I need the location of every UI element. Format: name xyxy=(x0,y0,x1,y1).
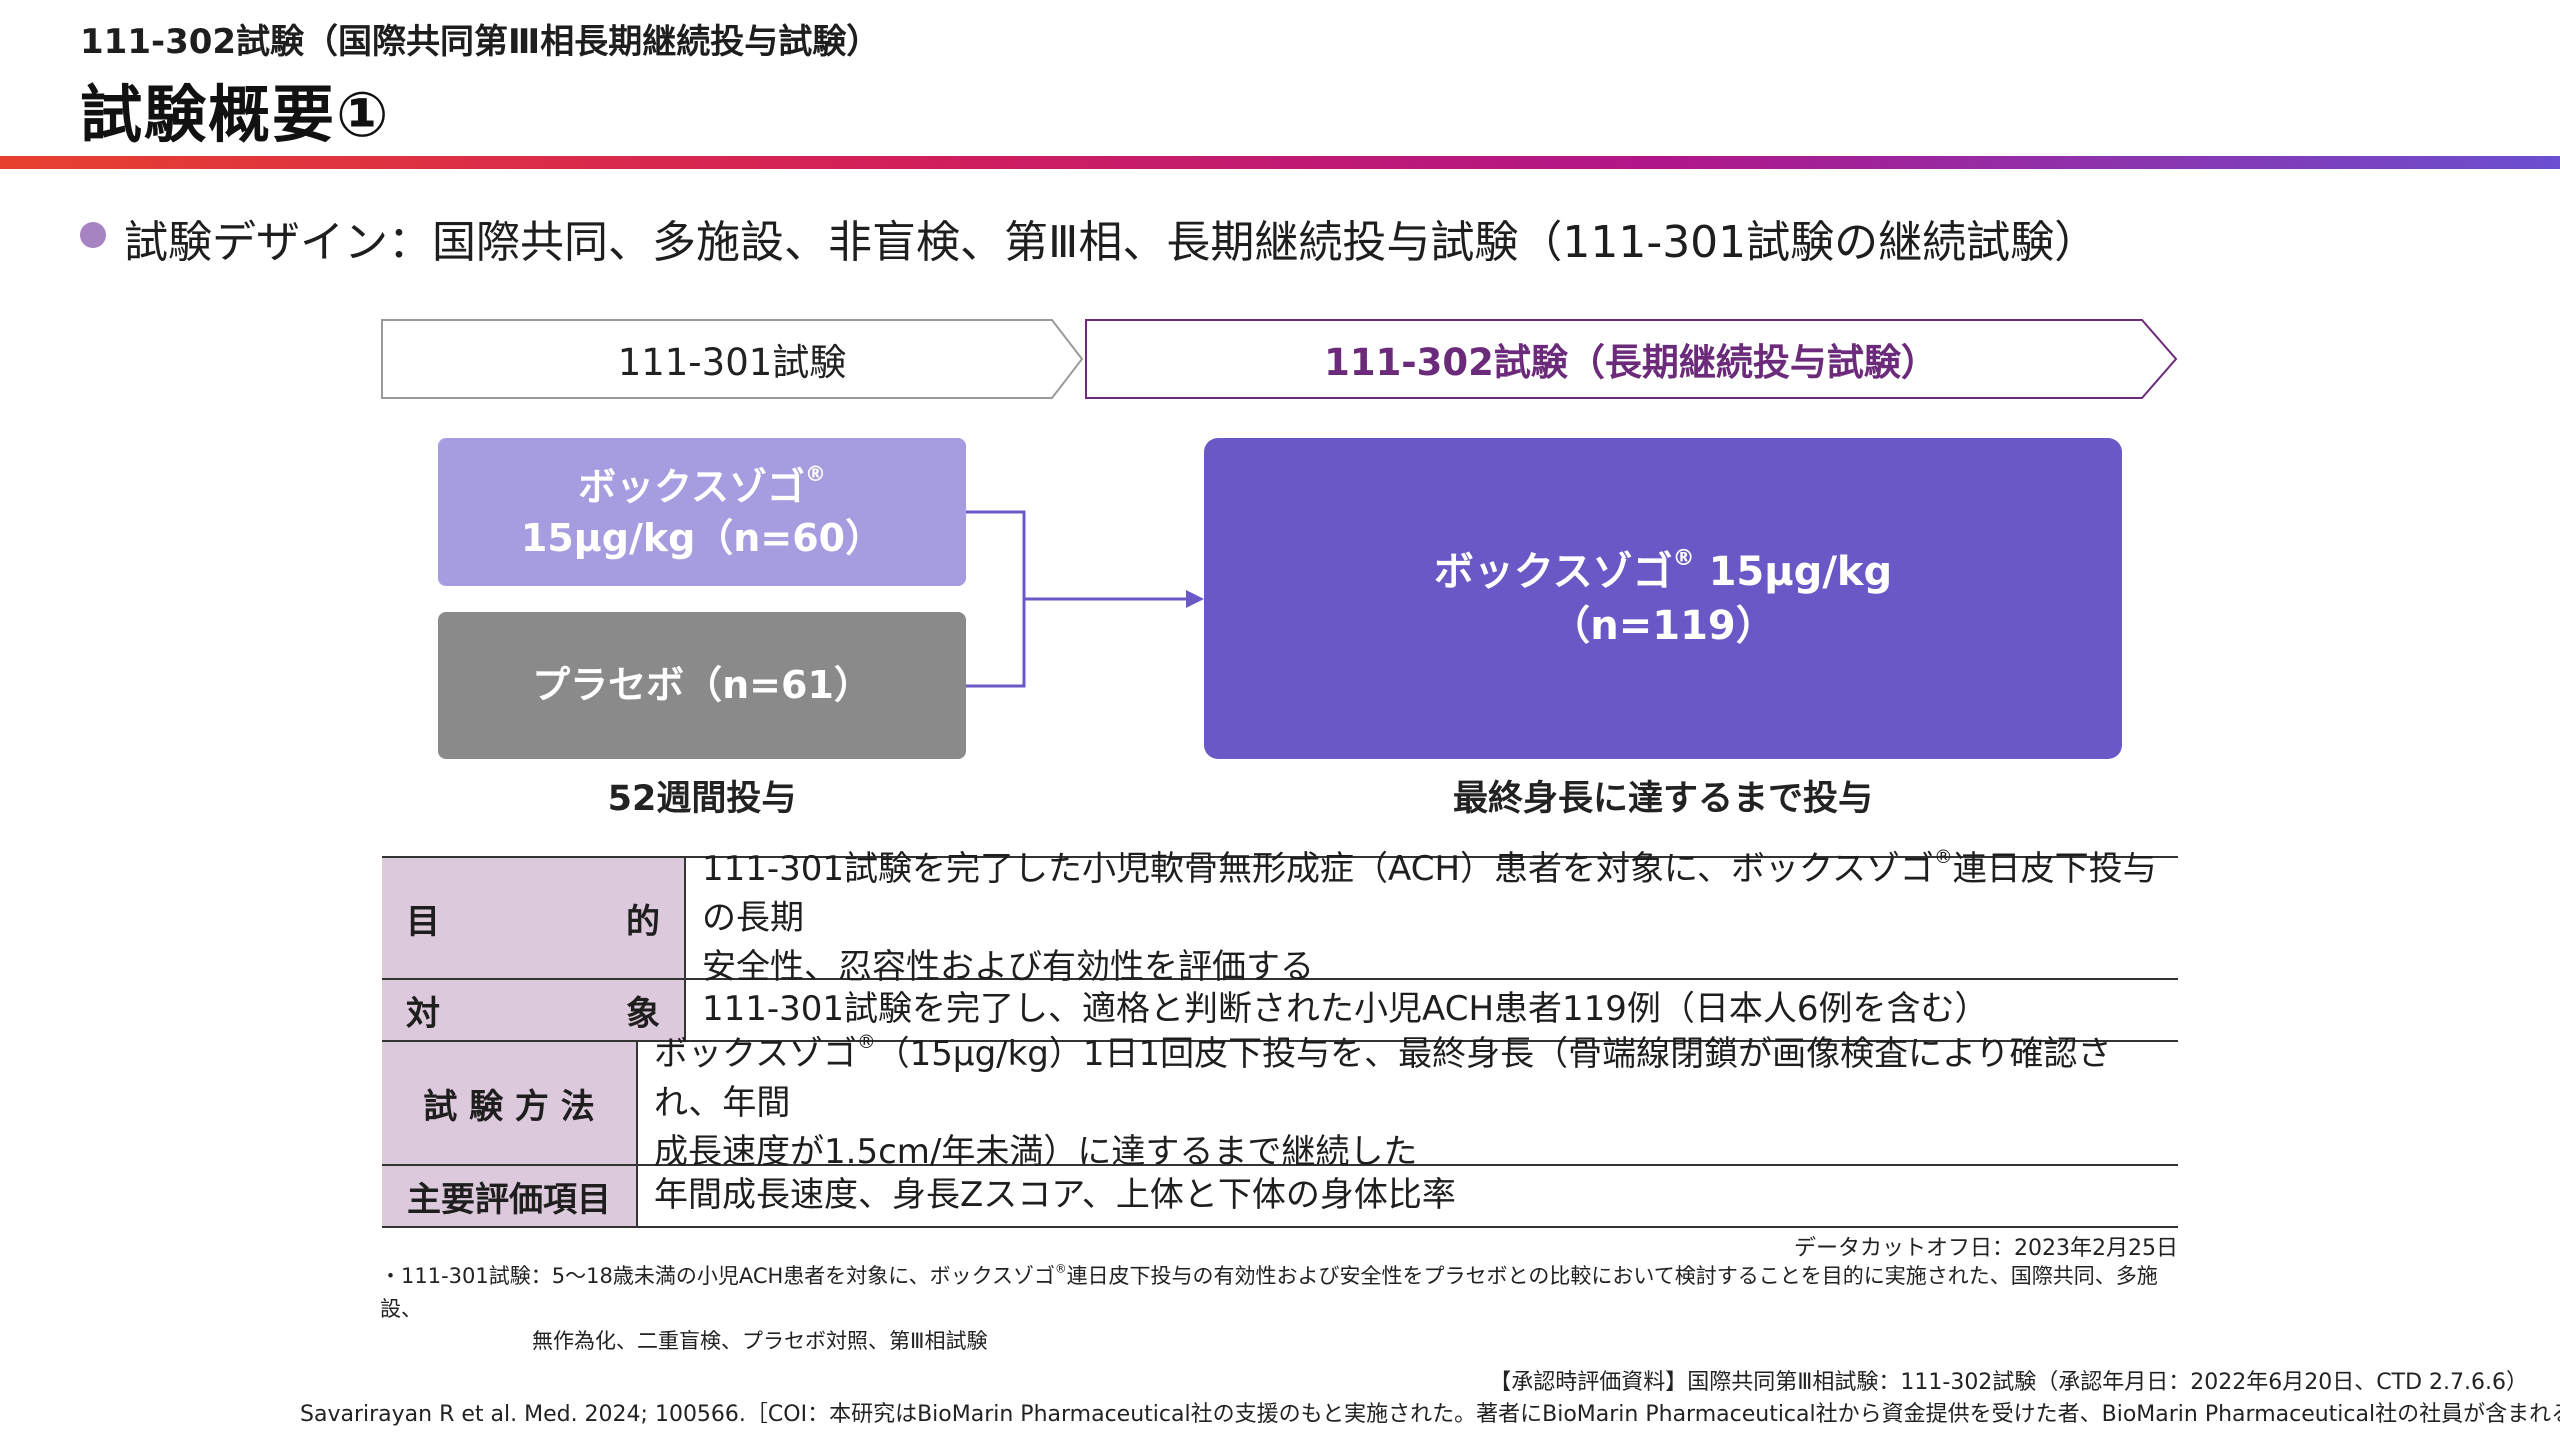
connector-arrowhead-icon xyxy=(1186,590,1204,608)
reference-approval: 【承認時評価資料】国際共同第Ⅲ相試験：111-302試験（承認年月日：2022年… xyxy=(1489,1370,2528,1395)
treatment-box-line2: （n=119） xyxy=(1550,602,1776,649)
treatment-box-line1: ボックスゾゴ® 15μg/kg xyxy=(1433,546,1893,595)
treatment-box-line1: ボックスゾゴ® xyxy=(578,461,826,509)
row-body-endpoints: 年間成長速度、身長Zスコア、上体と下体の身体比率 xyxy=(654,1175,1456,1216)
reference-citation: Savarirayan R et al. Med. 2024; 100566.［… xyxy=(300,1402,2560,1427)
table-row: 主要評価項目 年間成長速度、身長Zスコア、上体と下体の身体比率 xyxy=(382,1166,2178,1228)
footnote: ・111-301試験：5～18歳未満の小児ACH患者を対象に、ボックスゾゴ®連日… xyxy=(380,1261,2158,1354)
row-body-purpose: 111-301試験を完了した小児軟骨無形成症（ACH）患者を対象に、ボックスゾゴ… xyxy=(702,846,2157,988)
treatment-box-voxzogo-301: ボックスゾゴ® 15μg/kg（n=60） xyxy=(438,438,966,586)
summary-table: 目的 111-301試験を完了した小児軟骨無形成症（ACH）患者を対象に、ボック… xyxy=(382,846,2178,1228)
treatment-box-line2: 15μg/kg（n=60） xyxy=(520,515,884,560)
table-row: 対象 111-301試験を完了し、適格と判断された小児ACH患者119例（日本人… xyxy=(382,980,2178,1042)
phase2-chevron xyxy=(1085,319,2178,399)
page-subtitle: 111-302試験（国際共同第Ⅲ相長期継続投与試験） xyxy=(80,22,881,62)
row-head-endpoints: 主要評価項目 xyxy=(382,1166,638,1226)
page-title: 試験概要① xyxy=(80,78,391,151)
phase1-chevron xyxy=(381,319,1084,399)
caption-final-height: 最終身長に達するまで投与 xyxy=(1452,779,1873,819)
row-head-purpose: 目的 xyxy=(382,858,686,978)
row-head-method: 試 験 方 法 xyxy=(382,1042,638,1164)
treatment-box-placebo: プラセボ（n=61） xyxy=(438,612,966,759)
table-row: 試 験 方 法 ボックスゾゴ®（15μg/kg）1日1回皮下投与を、最終身長（骨… xyxy=(382,1031,2178,1173)
row-body-subjects: 111-301試験を完了し、適格と判断された小児ACH患者119例（日本人6例を… xyxy=(702,989,1989,1030)
connector-lines xyxy=(966,510,1186,688)
treatment-box-voxzogo-302: ボックスゾゴ® 15μg/kg （n=119） xyxy=(1204,438,2122,759)
caption-52-weeks: 52週間投与 xyxy=(607,779,797,819)
row-head-subjects: 対象 xyxy=(382,980,686,1040)
design-text: 試験デザイン：国際共同、多施設、非盲検、第Ⅲ相、長期継続投与試験（111-301… xyxy=(124,217,2099,268)
data-cutoff-date: データカットオフ日：2023年2月25日 xyxy=(1794,1236,2178,1261)
title-gradient-bar xyxy=(0,156,2560,169)
row-body-method: ボックスゾゴ®（15μg/kg）1日1回皮下投与を、最終身長（骨端線閉鎖が画像検… xyxy=(654,1031,2112,1173)
placebo-label: プラセボ（n=61） xyxy=(532,662,872,707)
phase2-label: 111-302試験（長期継続投与試験） xyxy=(1324,341,1938,384)
phase1-label: 111-301試験 xyxy=(617,341,847,384)
table-row: 目的 111-301試験を完了した小児軟骨無形成症（ACH）患者を対象に、ボック… xyxy=(382,846,2178,988)
bullet-dot-icon xyxy=(80,222,106,248)
